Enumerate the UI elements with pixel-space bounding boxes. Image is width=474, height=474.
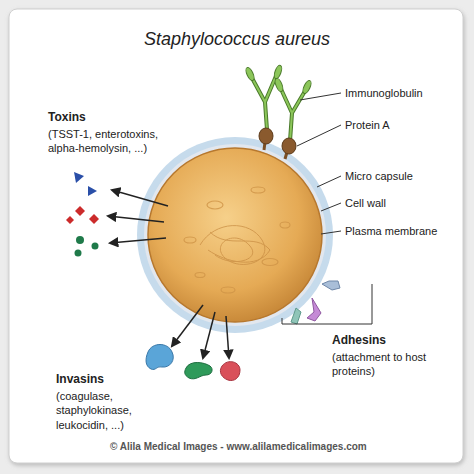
group-body: (coagulase, staphylokinase, leukocidin, …: [56, 389, 152, 432]
adhesin-molecule: [322, 281, 340, 290]
toxin-particle: [75, 250, 82, 257]
arrow: [108, 216, 164, 222]
immunoglobulin: [244, 64, 312, 141]
immunoglobulin: [274, 77, 285, 92]
cell: [137, 137, 333, 333]
leader-line: [297, 125, 341, 146]
part-label: Cell wall: [345, 196, 465, 210]
group-body: (attachment to host proteins): [332, 350, 432, 379]
cell: [148, 148, 322, 322]
watermark: © Alila Medical Images - www.alilamedica…: [110, 440, 367, 453]
toxin-particle: [74, 172, 84, 183]
invasin-molecule: [146, 345, 240, 381]
toxin-particle: [76, 236, 84, 244]
toxin-particle: [92, 243, 99, 250]
adhesin-molecule: [307, 298, 321, 321]
immunoglobulin: [281, 89, 305, 141]
title: Staphylococcus aureus: [20, 28, 454, 51]
group-heading: Toxins: [48, 110, 178, 126]
arrow: [110, 238, 166, 243]
invasin-molecule: [185, 363, 212, 379]
protein-a: [282, 138, 296, 154]
cell: [184, 237, 196, 243]
cell: [262, 259, 278, 266]
leader-line: [321, 231, 341, 234]
toxin-particle: [66, 172, 99, 257]
immunoglobulin: [252, 76, 276, 130]
cell: [208, 232, 270, 262]
part-label: Plasma membrane: [345, 224, 465, 238]
invasin-molecule: [146, 345, 173, 370]
cell: [221, 287, 235, 293]
adhesin-molecule: [291, 308, 301, 324]
part-label: Immunoglobulin: [345, 86, 465, 100]
immunoglobulin: [273, 64, 283, 79]
bracket: [282, 284, 372, 324]
immunoglobulin: [252, 76, 276, 130]
immunoglobulin: [244, 66, 255, 81]
arrow: [172, 305, 203, 346]
cell: [200, 226, 265, 265]
group-body: (TSST-1, enterotoxins, alpha-hemolysin, …: [48, 127, 180, 156]
protein-a: [259, 128, 273, 144]
cell: [195, 273, 205, 278]
leader-line: [297, 93, 341, 234]
toxin-particle: [89, 214, 99, 224]
leader-line: [321, 203, 341, 211]
protein-a: [259, 128, 296, 159]
arrow: [108, 190, 229, 358]
group-heading: Adhesins: [332, 333, 452, 349]
cell: [207, 201, 223, 209]
adhesin-molecule: [291, 281, 340, 324]
immunoglobulin: [301, 79, 312, 94]
toxin-particle: [66, 216, 74, 224]
invasin-molecule: [220, 362, 240, 381]
cell: [251, 187, 265, 193]
immunoglobulin: [281, 89, 305, 141]
toxin-particle: [88, 186, 97, 196]
leader-line: [300, 93, 341, 100]
arrow: [112, 190, 168, 206]
toxin-particle: [75, 206, 85, 216]
cell: [137, 137, 333, 333]
arrow: [203, 312, 215, 358]
cell: [184, 187, 290, 293]
part-label: Protein A: [345, 118, 465, 132]
cell: [200, 226, 270, 265]
arrow: [226, 316, 229, 358]
cell: [144, 144, 326, 326]
group-heading: Invasins: [56, 372, 156, 388]
leader-line: [317, 176, 341, 187]
part-label: Micro capsule: [345, 169, 465, 183]
cell: [280, 222, 290, 228]
